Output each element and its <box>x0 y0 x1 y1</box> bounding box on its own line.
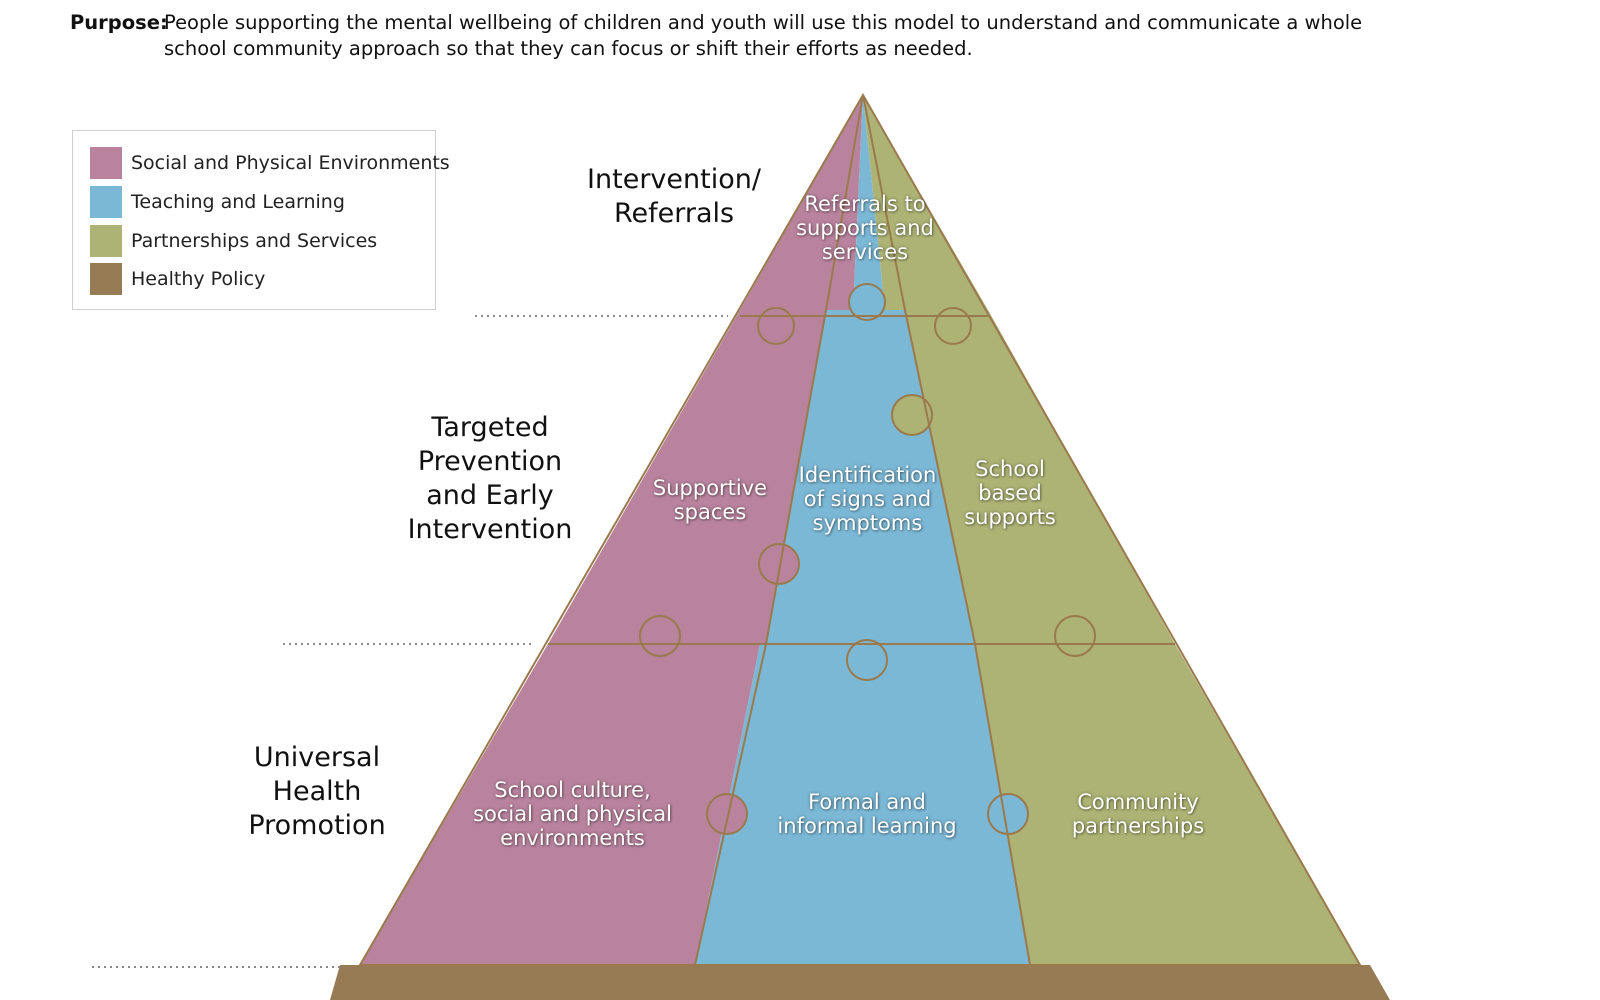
tier-label-intervention: Intervention/ Referrals <box>587 164 761 229</box>
segment-label-identification: Identification of signs and symptoms <box>798 463 937 535</box>
segment-label-referrals: Referrals to supports and services <box>796 192 934 264</box>
tier-dividers <box>92 315 728 968</box>
purpose-label: Purpose: <box>70 11 168 34</box>
legend-item-healthy-policy: Healthy Policy <box>90 263 265 295</box>
healthy-policy-base <box>330 965 1390 1000</box>
legend-label: Partnerships and Services <box>131 230 378 252</box>
legend-item-partnerships-services: Partnerships and Services <box>90 225 377 257</box>
legend-swatch-green <box>90 225 122 257</box>
bot-left-segment <box>360 644 760 965</box>
tier-label-universal: Universal Health Promotion <box>248 742 386 841</box>
top-center-segment <box>853 95 885 310</box>
tier-label-targeted: Targeted Prevention and Early Interventi… <box>407 412 573 545</box>
legend-label: Healthy Policy <box>131 268 266 290</box>
bot-center-segment <box>695 644 1030 965</box>
mid-center-segment <box>766 310 975 644</box>
segment-label-school-based-supports: School based supports <box>964 457 1056 529</box>
pyramid-outline <box>358 92 1362 966</box>
legend-swatch-blue <box>90 186 122 218</box>
legend-item-teaching-learning: Teaching and Learning <box>90 186 345 218</box>
segment-label-supportive-spaces: Supportive spaces <box>652 476 768 524</box>
segment-label-community-partnerships: Community partnerships <box>1071 790 1205 838</box>
mid-left-segment <box>548 310 826 644</box>
legend-label: Social and Physical Environments <box>131 152 450 174</box>
segment-seams <box>548 94 1175 966</box>
legend-label: Teaching and Learning <box>131 191 345 213</box>
legend: Social and Physical Environments Teachin… <box>72 130 450 310</box>
legend-item-social-physical: Social and Physical Environments <box>90 147 450 179</box>
mid-right-segment <box>905 310 1175 644</box>
purpose-text: People supporting the mental wellbeing o… <box>164 11 1363 60</box>
legend-swatch-pink <box>90 147 122 179</box>
legend-swatch-brown <box>90 263 122 295</box>
segment-label-formal-informal: Formal and informal learning <box>777 790 957 838</box>
bot-right-segment <box>975 644 1360 965</box>
segment-label-school-culture: School culture, social and physical envi… <box>473 778 672 850</box>
